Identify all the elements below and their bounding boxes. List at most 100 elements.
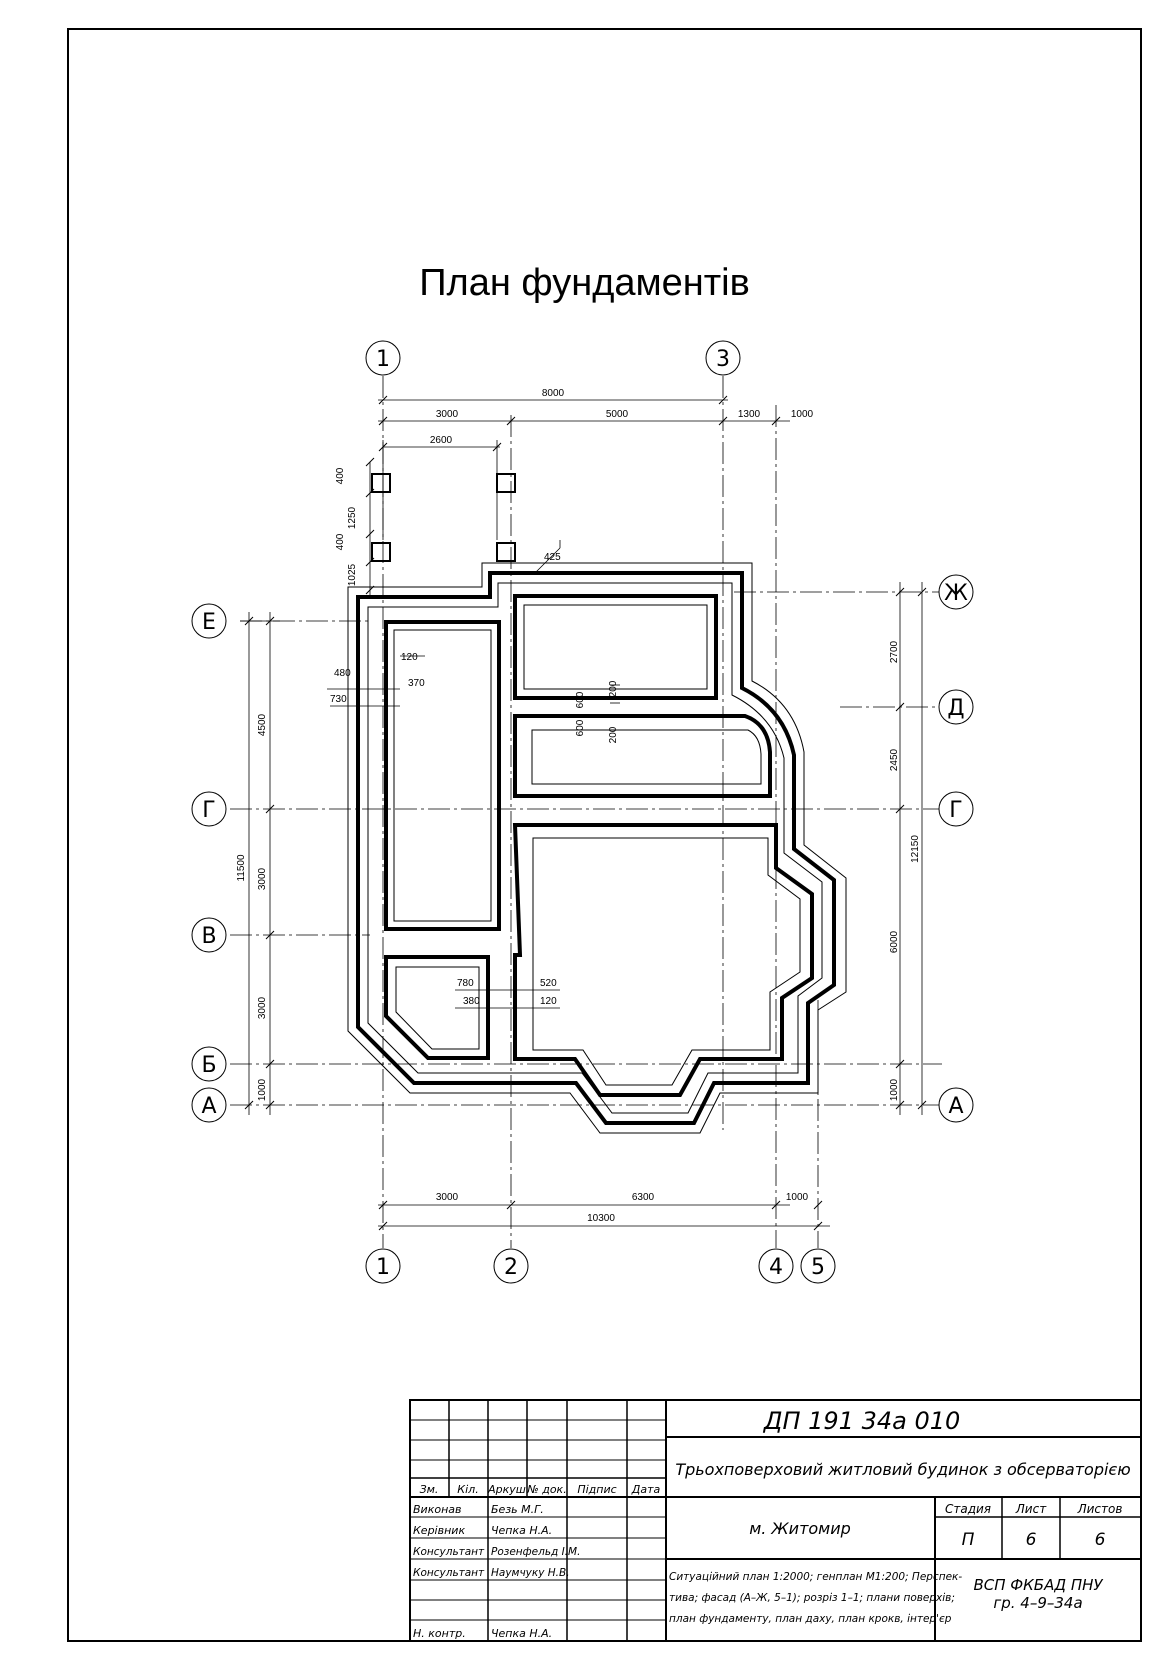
room-small-bottom-left [384,955,490,1060]
dim-top-col: 2600 [430,435,453,446]
dim-right-6000: 6000 [889,930,900,953]
dim-top-b: 5000 [606,409,629,420]
dim-right-12150: 12150 [910,835,921,863]
role-konsultant-2: Консультант [413,1567,485,1579]
dim-bot-3000: 3000 [436,1192,459,1203]
interior-strips [384,594,814,1097]
column-footing-2 [496,473,516,493]
axis-left-v: В [201,924,216,949]
room-top-right [513,594,718,700]
axis-left-g: Г [202,798,215,823]
axis-grid [230,376,942,1248]
room-large-bottom [512,823,814,1097]
dimension-texts: 8000 3000 5000 1300 1000 2600 400 1250 4… [236,388,921,1224]
axis-bottom-2: 2 [504,1255,518,1280]
dim-low-380: 380 [463,996,480,1007]
dim-col-1025: 1025 [347,563,358,586]
room-left-tall-inner [393,629,492,922]
axis-right-g: Г [949,798,962,823]
sheets-header: Листов [1077,1502,1123,1516]
axis-top-3: 3 [716,347,730,372]
contents-line-2: тива; фасад (А–Ж, 5–1); розріз 1–1; план… [669,1592,955,1604]
column-footing-1 [371,473,391,493]
header-data: Дата [631,1483,661,1496]
dim-top-c: 1300 [738,409,761,420]
sheet-value: 6 [1026,1530,1037,1550]
dim-wall-730: 730 [330,694,347,705]
city-name: м. Житомир [749,1519,851,1538]
dim-wall-120: 120 [401,652,418,663]
dim-right-1000: 1000 [889,1078,900,1101]
header-kil: Кіл. [457,1483,478,1496]
dimension-lines [240,399,923,1227]
dim-bot-1000: 1000 [786,1192,809,1203]
drawing-title: План фундаментів [419,262,750,304]
dim-mid-200a: 200 [608,680,619,697]
name-n-kontr: Чепка Н.А. [491,1627,552,1640]
axis-left-a: А [201,1094,216,1119]
dim-wall-370: 370 [408,678,425,689]
dim-left-3000a: 3000 [257,867,268,890]
dim-top-total: 8000 [542,388,565,399]
name-konsultant-2: Наумчуку Н.В. [491,1567,570,1579]
axis-bottom-5: 5 [811,1255,825,1280]
stage-header: Стадия [945,1502,991,1516]
room-small-bottom-left-inner [395,966,480,1050]
header-arkush: Аркуш [487,1483,526,1496]
axis-labels: 1 3 1 2 4 5 Е Г В Б А Ж Д Г А [201,347,968,1280]
name-konsultant-1: Розенфельд І.М. [491,1546,580,1558]
foundation-inner-edge [367,582,823,1114]
stage-value: П [962,1530,975,1550]
foundation-walls [347,562,847,1134]
header-zm: Зм. [420,1483,439,1496]
room-left-tall [384,620,501,931]
axis-right-zh: Ж [944,581,968,606]
group: гр. 4–9–34а [993,1594,1082,1612]
header-pidpys: Підпис [577,1483,616,1496]
axis-left-e: Е [202,610,216,635]
axis-bottom-1: 1 [376,1255,390,1280]
dim-mid-600a: 600 [575,691,586,708]
project-name: Трьохповерховий житловий будинок з обсер… [675,1460,1130,1479]
dim-col-400b: 400 [335,533,346,550]
axis-top-1: 1 [376,347,390,372]
room-middle-right-inner [531,729,762,785]
dim-bot-6300: 6300 [632,1192,655,1203]
role-konsultant-1: Консультант [413,1546,485,1558]
foundation-wall-line [356,571,836,1125]
title-block-text: ДП 191 34а 010 Трьохповерховий житловий … [413,1407,1131,1640]
role-vykonav: Виконав [413,1503,462,1516]
dim-low-780: 780 [457,978,474,989]
column-footing-4 [496,542,516,562]
axis-bubbles [191,340,974,1284]
dim-wall-480: 480 [334,668,351,679]
axis-left-b: Б [201,1053,216,1078]
dim-right-2450: 2450 [889,748,900,771]
axis-bottom-4: 4 [769,1255,783,1280]
dim-step-425: 425 [544,552,561,563]
dim-low-120: 120 [540,996,557,1007]
room-middle-right [513,714,772,798]
dim-left-11500: 11500 [236,854,247,882]
axis-right-d: Д [947,696,964,721]
dimension-ticks [244,395,927,1231]
role-n-kontr: Н. контр. [413,1627,466,1640]
drawing-code: ДП 191 34а 010 [763,1407,961,1435]
column-footing-3 [371,542,391,562]
dim-left-3000b: 3000 [257,996,268,1019]
dim-left-4500: 4500 [257,713,268,736]
dim-col-400a: 400 [335,467,346,484]
dim-top-d: 1000 [791,409,814,420]
sheets-value: 6 [1095,1530,1106,1550]
contents-line-1: Ситуаційний план 1:2000; генплан М1:200;… [669,1571,962,1583]
sheet-header: Лист [1015,1502,1047,1516]
room-large-bottom-inner [532,837,801,1086]
dim-mid-200b: 200 [608,726,619,743]
dim-bot-10300: 10300 [587,1213,615,1224]
dim-col-1250: 1250 [347,506,358,529]
title-block [409,1399,1142,1642]
name-kerivnyk: Чепка Н.А. [491,1524,552,1537]
organization: ВСП ФКБАД ПНУ [973,1576,1103,1594]
dim-left-1000: 1000 [257,1078,268,1101]
